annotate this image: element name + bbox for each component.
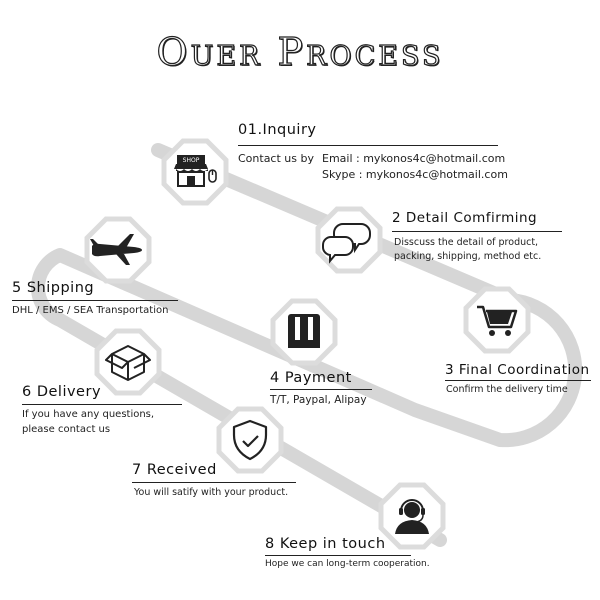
box-icon (105, 345, 151, 381)
step-8-rule (265, 555, 411, 556)
chat-badge (315, 206, 383, 274)
step-5-rule (12, 300, 178, 301)
shield-check-icon (232, 419, 268, 461)
step-4-line-1: T/T, Paypal, Alipay (270, 394, 367, 406)
step-7-line-1: You will satify with your product. (134, 487, 289, 498)
shop-badge: SHOP (161, 138, 229, 206)
step-3-line-1: Confirm the delivery time (446, 384, 568, 395)
step-2-rule (392, 231, 562, 232)
step-2-line-1: Disscuss the detail of product, (394, 237, 539, 248)
step-1-contact-prefix: Contact us by (238, 152, 314, 165)
step-8-title: 8 Keep in touch (265, 536, 386, 552)
step-1-skype: Skype : mykonos4c@hotmail.com (322, 168, 508, 181)
step-2-line-2: packing, shipping, method etc. (394, 251, 542, 262)
shop-icon: SHOP (174, 155, 217, 187)
shopping-cart-icon (477, 305, 518, 336)
page-title: Ouer Process (156, 29, 444, 74)
step-6-rule (22, 404, 182, 405)
step-1-title: 01.Inquiry (238, 122, 317, 138)
process-path (31, 143, 583, 547)
card-reader-icon (288, 314, 320, 348)
chat-bubbles-icon (321, 223, 371, 264)
step-4-title: 4 Payment (270, 370, 352, 386)
step-5-title: 5 Shipping (12, 280, 95, 296)
step-4-rule (270, 389, 372, 390)
step-3-rule (445, 380, 591, 381)
step-6-line-2: please contact us (22, 424, 111, 435)
step-3-title: 3 Final Coordination (445, 362, 590, 378)
airplane-icon (90, 234, 142, 265)
step-8-line-1: Hope we can long-term cooperation. (265, 559, 430, 569)
airplane-badge (84, 216, 152, 284)
cart-badge (463, 286, 531, 354)
received-badge (216, 406, 284, 474)
delivery-badge (94, 328, 162, 396)
svg-text:SHOP: SHOP (183, 157, 200, 164)
step-2-title: 2 Detail Comfirming (392, 210, 538, 226)
payment-badge (270, 298, 338, 366)
step-7-title: 7 Received (132, 462, 217, 478)
step-1-email: Email : mykonos4c@hotmail.com (322, 152, 506, 165)
headset-person-icon (395, 499, 429, 534)
step-6-title: 6 Delivery (22, 384, 102, 400)
step-5-line-1: DHL / EMS / SEA Transportation (12, 305, 169, 316)
step-6-line-1: If you have any questions, (22, 409, 155, 420)
step-7-rule (132, 482, 296, 483)
step-1-rule (238, 145, 498, 146)
support-badge (378, 482, 446, 550)
